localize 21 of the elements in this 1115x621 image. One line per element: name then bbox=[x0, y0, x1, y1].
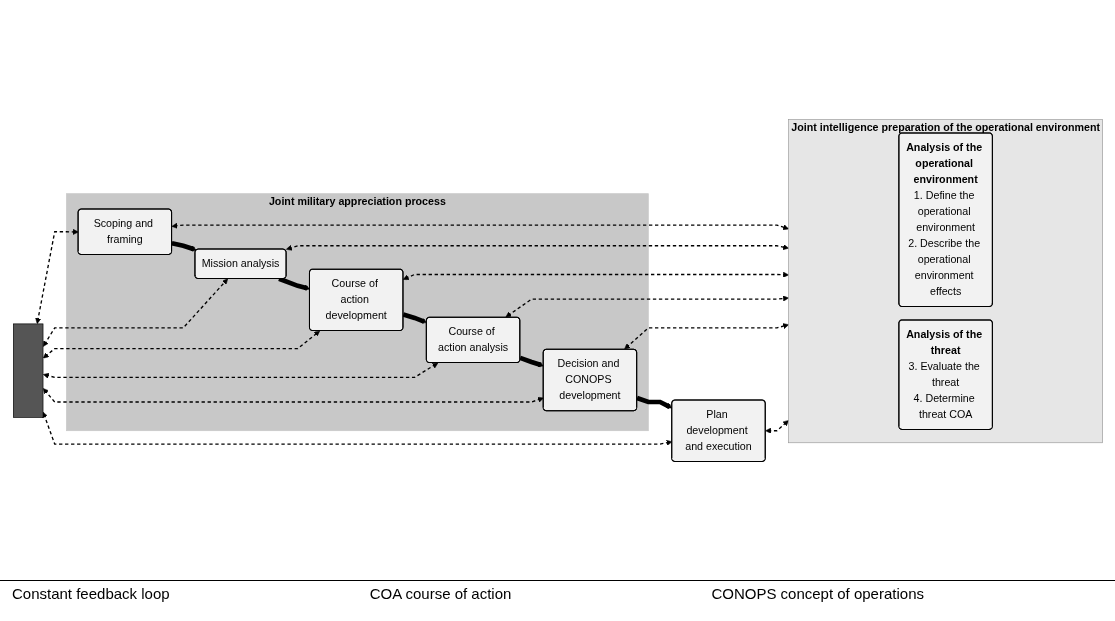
arrow bbox=[42, 387, 544, 403]
arrow bbox=[170, 240, 197, 252]
arrow bbox=[42, 278, 228, 347]
arrow bbox=[518, 355, 544, 367]
arrow bbox=[402, 271, 789, 280]
arrow bbox=[277, 276, 310, 291]
note-text: COA course of action bbox=[369, 585, 512, 602]
arrow bbox=[623, 322, 789, 349]
arrow bbox=[34, 228, 79, 324]
arrow bbox=[402, 311, 427, 324]
note-text: Constant feedback loop bbox=[12, 585, 170, 602]
arrow bbox=[42, 362, 438, 379]
note-text: CONOPS concept of operations bbox=[711, 585, 924, 602]
node-bar bbox=[12, 323, 43, 418]
arrow bbox=[42, 330, 320, 358]
arrow bbox=[764, 419, 789, 434]
arrow bbox=[635, 395, 672, 409]
arrow bbox=[171, 222, 789, 230]
arrow bbox=[41, 411, 672, 446]
arrow bbox=[285, 243, 789, 251]
arrow bbox=[505, 295, 789, 317]
